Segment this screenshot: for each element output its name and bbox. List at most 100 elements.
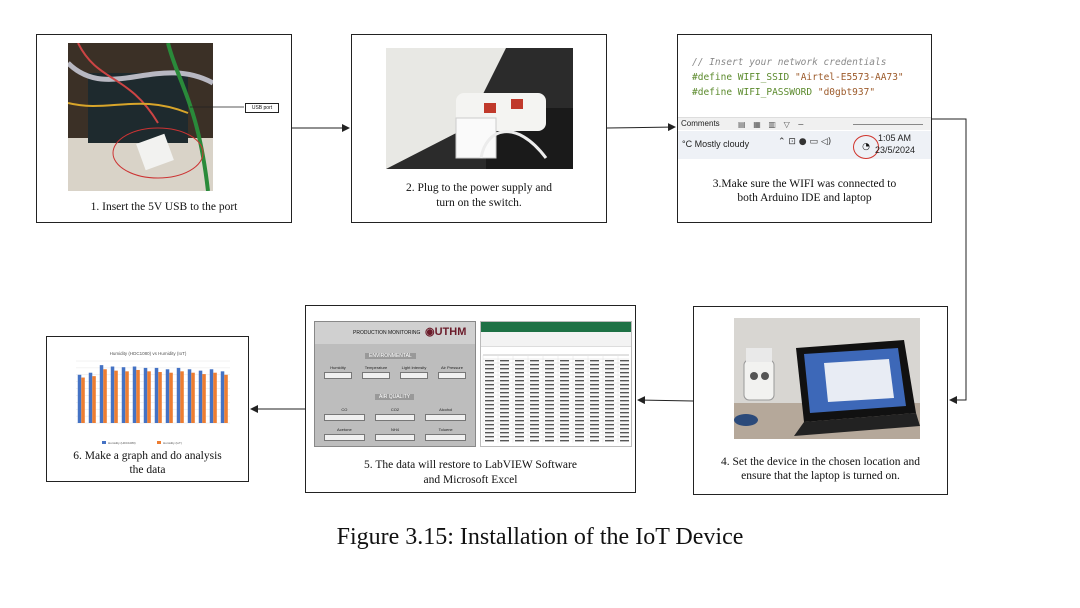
code-comment: // Insert your network credentials — [692, 57, 887, 68]
excel-cell-text — [605, 424, 614, 426]
excel-cell-text — [515, 360, 524, 362]
excel-cell-text — [590, 364, 599, 366]
excel-cell-text — [590, 420, 599, 422]
excel-toolbar — [481, 332, 631, 347]
chart-bar-iot — [169, 372, 173, 423]
excel-cell-text — [545, 436, 554, 438]
excel-cell-text — [605, 400, 614, 402]
excel-cell-text — [590, 404, 599, 406]
excel-cell-text — [485, 424, 494, 426]
excel-cell-text — [485, 412, 494, 414]
excel-cell-text — [500, 412, 509, 414]
excel-cell-text — [590, 440, 599, 442]
excel-cell-text — [500, 428, 509, 430]
excel-cell-text — [560, 392, 569, 394]
wifi-icon: ◔ — [853, 135, 879, 159]
excel-cell-text — [575, 412, 584, 414]
excel-cell-text — [530, 396, 539, 398]
excel-cell-text — [605, 436, 614, 438]
excel-cell-text — [560, 416, 569, 418]
excel-cell-text — [620, 388, 629, 390]
excel-cell-text — [515, 392, 524, 394]
excel-cell-text — [485, 364, 494, 366]
step-3-label-2: both Arduino IDE and laptop — [737, 192, 872, 204]
excel-cell-text — [590, 380, 599, 382]
excel-cell-text — [620, 424, 629, 426]
code-ssid-value: "Airtel-E5573-AA73" — [794, 72, 904, 83]
excel-cell-text — [605, 404, 614, 406]
excel-cell-text — [605, 380, 614, 382]
labview-field-value — [374, 414, 416, 421]
excel-cell-text — [605, 420, 614, 422]
excel-cell-text — [485, 376, 494, 378]
excel-cell-text — [545, 400, 554, 402]
excel-cell-text — [500, 380, 509, 382]
labview-field: Alcohol — [420, 407, 471, 421]
excel-cell-text — [515, 396, 524, 398]
labview-field: NH4 — [370, 427, 421, 441]
excel-cell-text — [515, 368, 524, 370]
excel-cell-text — [575, 396, 584, 398]
excel-cell-text — [530, 384, 539, 386]
labview-field-label: Air Pressure — [440, 365, 463, 370]
excel-cell-text — [590, 388, 599, 390]
excel-cell-text — [575, 416, 584, 418]
labview-field-label: Toluene — [438, 427, 453, 432]
excel-cell-text — [575, 424, 584, 426]
excel-cell-text — [575, 392, 584, 394]
excel-cell-text — [545, 364, 554, 366]
excel-cell-text — [575, 360, 584, 362]
excel-cell-text — [530, 392, 539, 394]
labview-field-value — [425, 414, 466, 421]
excel-cell-text — [500, 432, 509, 434]
excel-cell-text — [560, 432, 569, 434]
chart-bar-hdc1080 — [77, 374, 82, 423]
labview-field: Humidity — [319, 365, 357, 379]
ide-status-bar: Comments ▤ ▦ ▥ ▽ − — [678, 117, 931, 130]
excel-cell-text — [560, 436, 569, 438]
excel-cell-text — [500, 416, 509, 418]
excel-cell-text — [485, 400, 494, 402]
chart-bar-iot — [191, 372, 195, 423]
excel-cell-text — [545, 416, 554, 418]
excel-cell-text — [620, 400, 629, 402]
labview-field: Light Intensity — [395, 365, 433, 379]
usb-port-callout: USB port — [245, 103, 279, 113]
chart-bar-iot — [180, 371, 184, 423]
excel-cell-text — [545, 368, 554, 370]
excel-cell-text — [515, 424, 524, 426]
excel-cell-text — [560, 372, 569, 374]
excel-cell-text — [530, 404, 539, 406]
clock-time: 1:05 AM — [878, 133, 912, 143]
excel-cell-text — [485, 372, 494, 374]
excel-cell-text — [485, 436, 494, 438]
excel-cell-text — [515, 432, 524, 434]
excel-cell-text — [560, 412, 569, 414]
excel-cell-text — [560, 376, 569, 378]
labview-field-value — [324, 434, 365, 441]
chart-bar-hdc1080 — [99, 365, 104, 423]
excel-cell-text — [605, 388, 614, 390]
excel-cell-text — [515, 372, 524, 374]
excel-cell-text — [605, 360, 614, 362]
excel-cell-text — [590, 392, 599, 394]
excel-cell-text — [605, 412, 614, 414]
usb-port-photo — [68, 43, 213, 191]
excel-cell-text — [545, 360, 554, 362]
excel-cell-text — [620, 412, 629, 414]
excel-cell-text — [530, 412, 539, 414]
arrow-2-to-3 — [606, 123, 676, 132]
excel-cell-text — [545, 380, 554, 382]
labview-field-value — [324, 414, 365, 421]
excel-cell-text — [530, 408, 539, 410]
chart-bar-iot — [147, 371, 151, 423]
excel-cell-text — [515, 384, 524, 386]
excel-cell-text — [515, 416, 524, 418]
excel-cell-text — [605, 376, 614, 378]
excel-cell-text — [485, 388, 494, 390]
excel-cell-text — [620, 408, 629, 410]
excel-cell-text — [620, 372, 629, 374]
chart-bar-iot — [213, 372, 217, 423]
